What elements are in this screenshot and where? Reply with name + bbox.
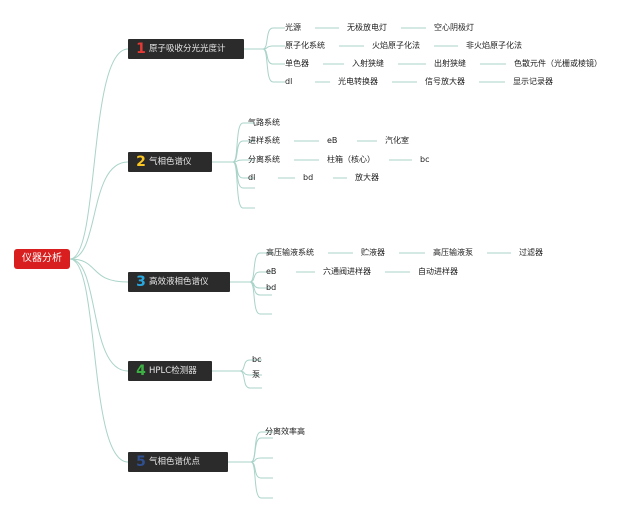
leaf-item[interactable]: 非火焰原子化法 (466, 41, 522, 50)
connector-curve (250, 437, 262, 463)
leaf-item[interactable]: 分离系统 (248, 155, 280, 164)
leaf-item[interactable]: 空心阴极灯 (434, 23, 474, 32)
leaf-item[interactable]: bd (266, 283, 277, 292)
leaf-item[interactable]: 分离效率高 (265, 427, 305, 436)
connector-curve (232, 161, 244, 189)
branch-number: 1 (136, 41, 146, 57)
leaf-item[interactable]: 高压输液系统 (266, 248, 314, 257)
connector-curve (69, 258, 129, 283)
leaf-item[interactable]: 无极放电灯 (347, 23, 387, 32)
connector-curve (69, 48, 129, 260)
leaf-item[interactable]: 火焰原子化法 (372, 41, 420, 50)
branch-label: 气相色谱仪 (149, 157, 192, 167)
branch-number: 2 (136, 154, 146, 170)
leaf-item[interactable]: 放大器 (355, 173, 379, 182)
root-label: 仪器分析 (22, 253, 62, 264)
connector-curve (262, 48, 274, 83)
branch-label: 气相色谱优点 (149, 457, 201, 467)
connector-curve (239, 359, 251, 372)
branch-label: HPLC检测器 (149, 366, 197, 376)
branch-label: 原子吸收分光光度计 (149, 44, 226, 54)
connector-curve (249, 281, 261, 315)
leaf-item[interactable]: 泵 (252, 370, 260, 379)
connector-curve (232, 140, 244, 163)
connector-curve (69, 161, 129, 260)
branch-label: 高效液相色谱仪 (149, 277, 209, 287)
leaf-item[interactable]: 进样系统 (248, 136, 280, 145)
leaf-item[interactable]: 自动进样器 (418, 267, 458, 276)
leaf-item[interactable]: bd (303, 173, 314, 182)
leaf-item[interactable]: 光电转换器 (338, 77, 378, 86)
root-node[interactable]: 仪器分析 (14, 249, 70, 269)
leaf-item[interactable]: dl (285, 77, 293, 86)
leaf-item[interactable]: eB (266, 267, 277, 276)
leaf-item[interactable]: 高压输液泵 (433, 248, 473, 257)
leaf-item[interactable]: 过滤器 (519, 248, 543, 257)
leaf-item[interactable]: 贮液器 (361, 248, 385, 257)
connector-curve (262, 27, 274, 50)
leaf-item[interactable]: 出射狭缝 (434, 59, 466, 68)
leaf-item[interactable]: 汽化室 (385, 136, 409, 145)
leaf-item[interactable]: 色散元件（光栅或棱镜） (514, 59, 602, 68)
connector-curve (69, 258, 129, 372)
connector-curve (239, 370, 251, 389)
leaf-item[interactable]: bc (252, 355, 262, 364)
leaf-item[interactable]: 信号放大器 (425, 77, 465, 86)
connector-curve (249, 252, 261, 283)
connector-curve (232, 161, 244, 209)
leaf-item[interactable]: eB (327, 136, 338, 145)
leaf-item[interactable]: 显示记录器 (513, 77, 553, 86)
connector-curve (69, 258, 129, 463)
leaf-item[interactable]: 入射狭缝 (352, 59, 384, 68)
leaf-item[interactable]: 六通阀进样器 (323, 267, 371, 276)
branch-number: 4 (136, 363, 146, 379)
leaf-item[interactable]: 光源 (285, 23, 301, 32)
leaf-item[interactable]: 柱箱（核心） (327, 155, 375, 164)
leaf-item[interactable]: 气路系统 (248, 118, 280, 127)
connector-curve (250, 461, 262, 499)
connector-curve (232, 122, 244, 163)
leaf-item[interactable]: dl (248, 173, 256, 182)
leaf-item[interactable]: bc (420, 155, 430, 164)
leaf-item[interactable]: 单色器 (285, 59, 309, 68)
leaf-item[interactable]: 原子化系统 (285, 41, 325, 50)
branch-number: 3 (136, 274, 146, 290)
branch-number: 5 (136, 454, 146, 470)
